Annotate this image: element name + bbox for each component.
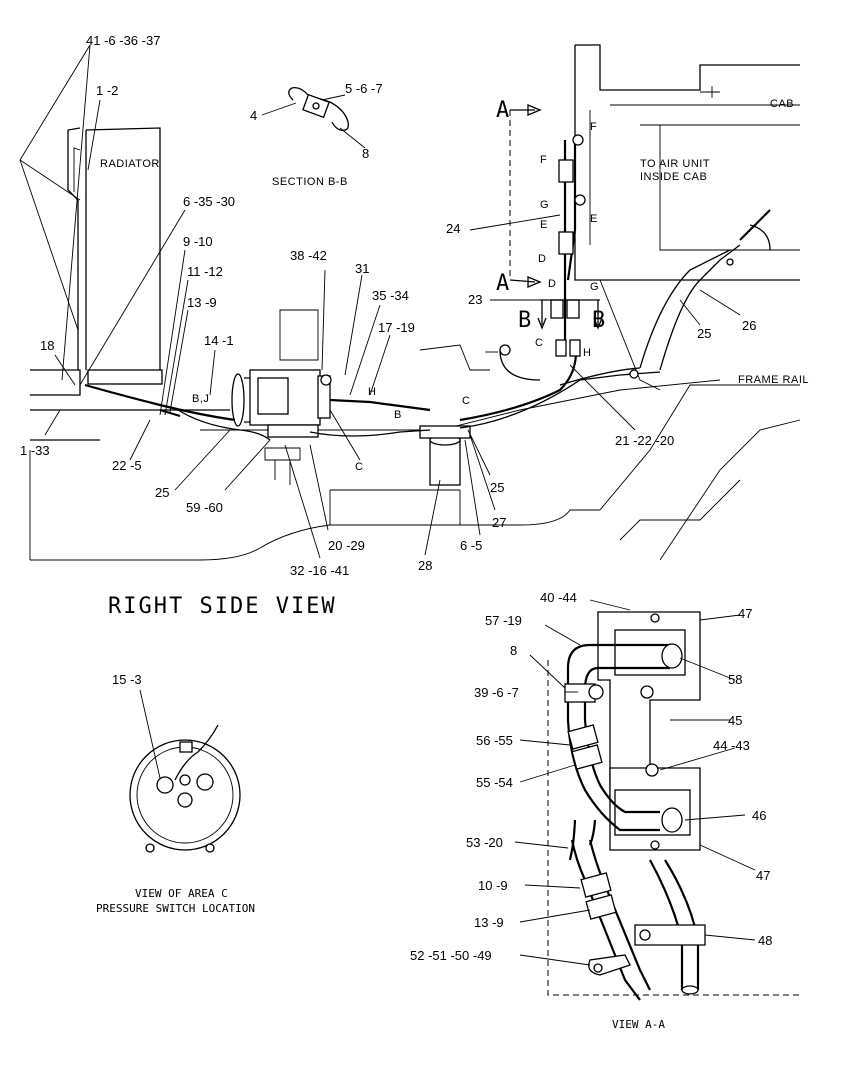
letter-bj: B,J [192, 393, 209, 405]
callout-24: 24 [446, 221, 460, 236]
view-area-c [129, 689, 241, 853]
cab-drawing [574, 44, 800, 391]
callout-13-9: 13 -9 [187, 295, 217, 310]
callout-27: 27 [492, 515, 506, 530]
callout-6-5: 6 -5 [460, 538, 482, 553]
callout-59-60: 59 -60 [186, 500, 223, 515]
callout-47-b: 47 [756, 868, 770, 883]
view-aa-title: VIEW A-A [612, 1018, 665, 1031]
callout-8-aa: 8 [510, 643, 517, 658]
letter-e-2: E [590, 213, 598, 225]
callout-25-b: 25 [490, 480, 504, 495]
callout-1-2: 1 -2 [96, 83, 118, 98]
callout-4: 4 [250, 108, 257, 123]
view-c-caption-1: VIEW OF AREA C [135, 887, 228, 900]
callout-13-9-aa: 13 -9 [474, 915, 504, 930]
callout-58: 58 [728, 672, 742, 687]
callout-39-6-7: 39 -6 -7 [474, 685, 519, 700]
callout-41-6-36-37: 41 -6 -36 -37 [86, 33, 160, 48]
receiver-dryer [419, 425, 471, 486]
compressor-drawing [231, 369, 332, 485]
to-air-unit-label-1: TO AIR UNIT [640, 158, 710, 170]
callout-32-16-41: 32 -16 -41 [290, 563, 349, 578]
right-side-view [19, 44, 801, 561]
callout-20-29: 20 -29 [328, 538, 365, 553]
letter-f-2: F [590, 121, 597, 133]
callout-52-51-50-49: 52 -51 -50 -49 [410, 948, 492, 963]
frame-rail-label: FRAME RAIL [738, 374, 809, 386]
refrigerant-hoses [84, 140, 771, 441]
letter-b-left: B [518, 308, 533, 333]
callout-40-44: 40 -44 [540, 590, 577, 605]
callout-23: 23 [468, 292, 482, 307]
letter-b-right: B [592, 308, 607, 333]
callout-57-19: 57 -19 [485, 613, 522, 628]
view-aa [514, 599, 800, 1001]
leader-lines [19, 44, 741, 559]
callout-28: 28 [418, 558, 432, 573]
letter-g-1: G [540, 199, 549, 211]
letter-d-2: D [548, 278, 556, 290]
callout-9-10: 9 -10 [183, 234, 213, 249]
callout-1-33: 1 -33 [20, 443, 50, 458]
radiator-drawing [30, 127, 230, 441]
section-bb-title: SECTION B-B [272, 176, 348, 188]
callout-56-55: 56 -55 [476, 733, 513, 748]
callout-17-19: 17 -19 [378, 320, 415, 335]
letter-h-1: H [368, 386, 376, 398]
letter-f-1: F [540, 154, 547, 166]
callout-35-34: 35 -34 [372, 288, 409, 303]
callout-25-a: 25 [155, 485, 169, 500]
callout-55-54: 55 -54 [476, 775, 513, 790]
callout-11-12: 11 -12 [187, 264, 223, 279]
vertical-hose-fittings [499, 134, 734, 379]
callout-10-9: 10 -9 [478, 878, 508, 893]
callout-25-c: 25 [697, 326, 711, 341]
right-side-view-title: RIGHT SIDE VIEW [108, 594, 337, 619]
callout-6-35-30: 6 -35 -30 [183, 194, 235, 209]
radiator-label: RADIATOR [100, 158, 160, 170]
callout-47-a: 47 [738, 606, 752, 621]
letter-c-2: C [462, 395, 470, 407]
letter-a-mid: A [496, 271, 511, 296]
letter-h-2: H [583, 347, 591, 359]
callout-22-5: 22 -5 [112, 458, 142, 473]
letter-c-3: C [535, 337, 543, 349]
letter-e-1: E [540, 219, 548, 231]
callout-45: 45 [728, 713, 742, 728]
callout-18: 18 [40, 338, 54, 353]
callout-8-bb: 8 [362, 146, 369, 161]
section-a-markers [509, 104, 603, 330]
callout-14-1: 14 -1 [204, 333, 234, 348]
cab-label: CAB [770, 98, 794, 110]
callout-46: 46 [752, 808, 766, 823]
callout-38-42: 38 -42 [290, 248, 327, 263]
callout-5-6-7: 5 -6 -7 [345, 81, 383, 96]
callout-21-22-20: 21 -22 -20 [615, 433, 674, 448]
view-c-caption-2: PRESSURE SWITCH LOCATION [96, 902, 255, 915]
letter-g-2: G [590, 281, 599, 293]
letter-b-1: B [394, 409, 402, 421]
callout-48: 48 [758, 933, 772, 948]
callout-44-43: 44 -43 [713, 738, 750, 753]
callout-26: 26 [742, 318, 756, 333]
callout-15-3: 15 -3 [112, 672, 142, 687]
frame-outline [29, 309, 801, 561]
to-air-unit-label-2: INSIDE CAB [640, 171, 707, 183]
letter-d-1: D [538, 253, 546, 265]
section-bb [261, 87, 366, 149]
letter-a-top: A [496, 98, 511, 123]
letter-c-1: C [355, 461, 363, 473]
callout-31: 31 [355, 261, 369, 276]
callout-53-20: 53 -20 [466, 835, 503, 850]
